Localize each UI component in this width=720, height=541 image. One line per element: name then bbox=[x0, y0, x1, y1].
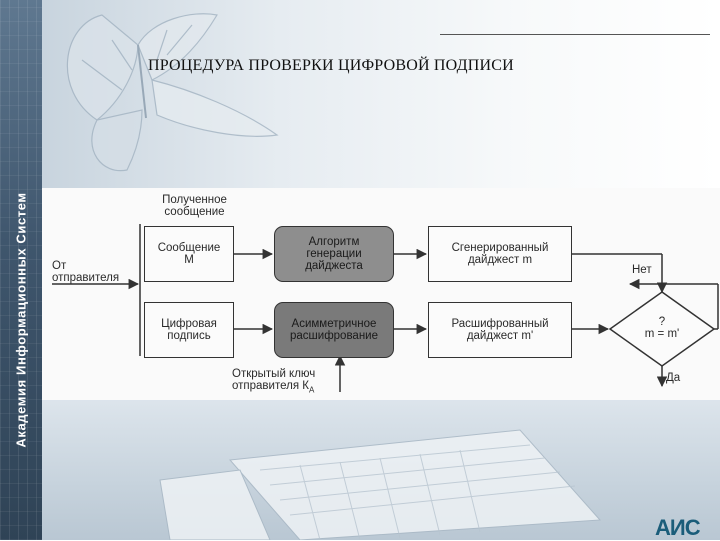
generated-digest-box: Сгенерированный дайджест m bbox=[428, 226, 572, 282]
message-line1: Сообщение bbox=[157, 242, 221, 254]
page-title: ПРОЦЕДУРА ПРОВЕРКИ ЦИФРОВОЙ ПОДПИСИ bbox=[148, 57, 514, 74]
public-key-line2: отправителя К bbox=[232, 380, 309, 392]
decrypted-line2: дайджест m' bbox=[466, 330, 534, 342]
from-sender-line2: отправителя bbox=[52, 272, 120, 284]
message-box: Сообщение М bbox=[144, 226, 234, 282]
hash-alg-line3: дайджеста bbox=[305, 260, 363, 272]
signature-line1: Цифровая bbox=[161, 318, 217, 330]
received-label-line1: Полученное bbox=[162, 194, 227, 206]
asym-line2: расшифрование bbox=[290, 330, 378, 342]
asymmetric-decryption-box: Асимметричное расшифрование bbox=[274, 302, 394, 358]
ais-logo: АИС bbox=[655, 515, 701, 540]
received-message-label: Полученное сообщение bbox=[152, 194, 237, 218]
butterfly-illustration bbox=[66, 13, 279, 172]
from-sender-line1: От bbox=[52, 260, 67, 272]
header-rule bbox=[440, 34, 710, 35]
public-key-line1: Открытый ключ bbox=[232, 368, 316, 380]
received-label-line2: сообщение bbox=[164, 206, 225, 218]
digest-algorithm-box: Алгоритм генерации дайджеста bbox=[274, 226, 394, 282]
decision-line2: m = m' bbox=[644, 328, 680, 340]
diagram-connectors bbox=[52, 224, 719, 392]
hash-alg-line1: Алгоритм bbox=[308, 236, 360, 248]
circuit-pattern bbox=[0, 0, 42, 540]
generated-line2: дайджест m bbox=[467, 254, 533, 266]
digital-signature-box: Цифровая подпись bbox=[144, 302, 234, 358]
asym-line1: Асимметричное bbox=[291, 318, 377, 330]
signature-verification-diagram: Полученное сообщение От отправителя Сооб… bbox=[42, 188, 720, 400]
signature-line2: подпись bbox=[167, 330, 211, 342]
from-sender-label: От отправителя bbox=[52, 260, 119, 284]
hash-alg-line2: генерации bbox=[306, 248, 362, 260]
no-label: Нет bbox=[632, 264, 652, 276]
decrypted-line1: Расшифрованный bbox=[451, 318, 549, 330]
decrypted-digest-box: Расшифрованный дайджест m' bbox=[428, 302, 572, 358]
decision-label: ? m = m' bbox=[624, 316, 700, 340]
side-banner: Академия Информационных Систем bbox=[0, 0, 42, 540]
yes-label: Да bbox=[666, 372, 681, 384]
public-key-subscript: А bbox=[308, 385, 315, 395]
generated-line1: Сгенерированный bbox=[451, 242, 549, 254]
message-line2: М bbox=[184, 254, 194, 266]
decision-line1: ? bbox=[658, 316, 666, 328]
public-key-label: Открытый ключ отправителя КА bbox=[232, 368, 315, 396]
